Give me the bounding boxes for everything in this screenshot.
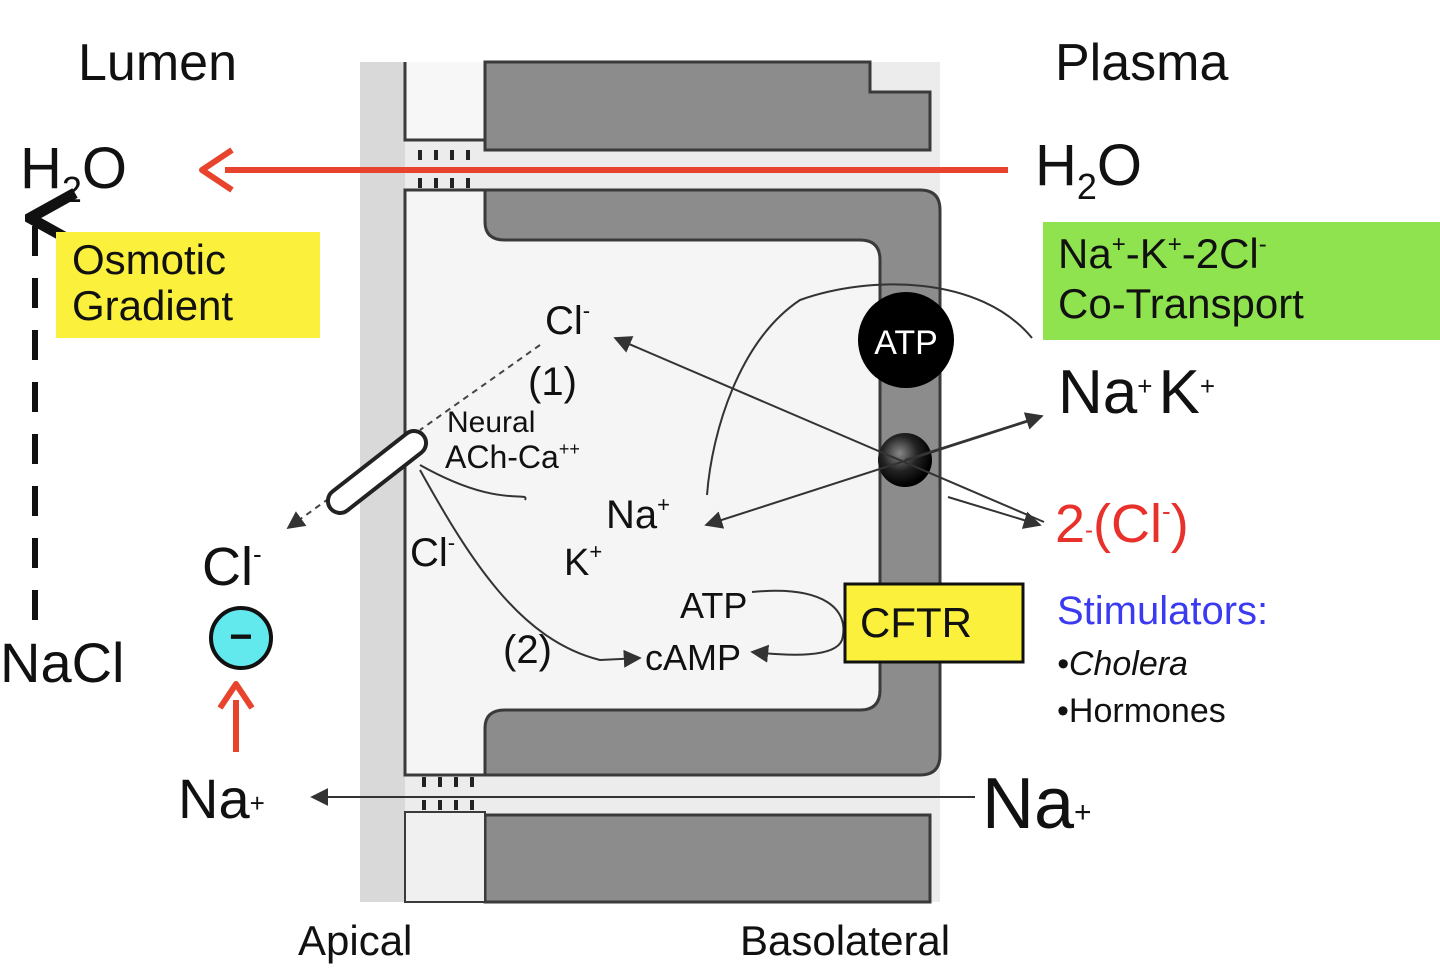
na-cl-pairing-arrowhead (217, 681, 255, 710)
lower-neighbour-cell (483, 813, 932, 904)
water-flow-arrowhead (199, 147, 234, 193)
cftr-label: CFTR (860, 599, 972, 646)
intracellular-k-label: K+ (564, 539, 602, 584)
nacl-label: NaCl (0, 631, 124, 694)
luminal-na-label: Na+ (178, 767, 265, 830)
camp-label: cAMP (645, 637, 741, 678)
pathway-1-dashed (419, 344, 541, 431)
neural-label-line2: ACh-Ca++ (445, 439, 580, 475)
lumen-water-label: H2O (20, 136, 127, 210)
pathway-1-label: (1) (528, 360, 577, 404)
apical-chloride-channel (325, 429, 429, 515)
apical-footer-label: Apical (298, 917, 412, 964)
neural-label-line1: Neural (447, 406, 535, 439)
anion-minus-sign: − (229, 615, 252, 659)
upper-neighbour-cell (483, 60, 932, 152)
dashed-pathways (286, 344, 541, 530)
cotransport-box (1043, 222, 1440, 340)
plasma-heading: Plasma (1055, 34, 1228, 92)
tight-junction-top (418, 150, 470, 188)
osmotic-label-line1: Osmotic (72, 236, 226, 283)
k-efflux-arrow (904, 412, 1044, 461)
cl-out-arrow (947, 496, 1042, 529)
basolateral-footer-label: Basolateral (740, 917, 950, 964)
basolateral-na-k-label: Na+K+ (1058, 358, 1215, 427)
upper-cell-apex (403, 62, 487, 142)
chloride-anion-icon (209, 606, 273, 670)
cotransport-label-line1: Na+-K+-2Cl- (1058, 230, 1267, 277)
na-recycle-curve (706, 283, 1033, 496)
cytoplasm (403, 188, 882, 777)
lower-cell-apex (404, 811, 486, 903)
plasma-water-label: H2O (1035, 133, 1142, 207)
atpase-pump-label: ATP (874, 324, 938, 362)
basolateral-2cl-label: 2-(Cl-) (1055, 494, 1189, 554)
cftr-box (843, 582, 1025, 664)
stimulator-item-cholera: •Cholera (1057, 645, 1188, 683)
osmotic-gradient-box (56, 232, 320, 338)
stimulator-item-hormones: •Hormones (1057, 692, 1226, 730)
plasma-na-label: Na+ (982, 764, 1092, 844)
camp-pathway-curve (419, 469, 642, 668)
luminal-cl-label: Cl- (202, 537, 262, 597)
atp-to-camp-curve (750, 589, 845, 663)
stimulators-title: Stimulators: (1057, 589, 1268, 633)
osmotic-label-line2: Gradient (72, 282, 233, 329)
cl-influx-arrow (613, 336, 1045, 523)
apical-cl-label: Cl- (410, 530, 455, 575)
atpase-pump (858, 292, 954, 388)
neural-pathway-curve (419, 464, 527, 501)
cotransport-label-line2: Co-Transport (1058, 280, 1304, 327)
lumen-heading: Lumen (78, 34, 237, 92)
tight-junction-bottom (422, 777, 474, 810)
pathway-2-label: (2) (503, 628, 552, 672)
intracellular-na-label: Na+ (606, 492, 670, 537)
cell-structure (360, 60, 942, 904)
intracellular-atp-label: ATP (680, 585, 747, 626)
intracellular-cl-label: Cl- (545, 298, 590, 343)
transport-arrows (310, 283, 1045, 806)
